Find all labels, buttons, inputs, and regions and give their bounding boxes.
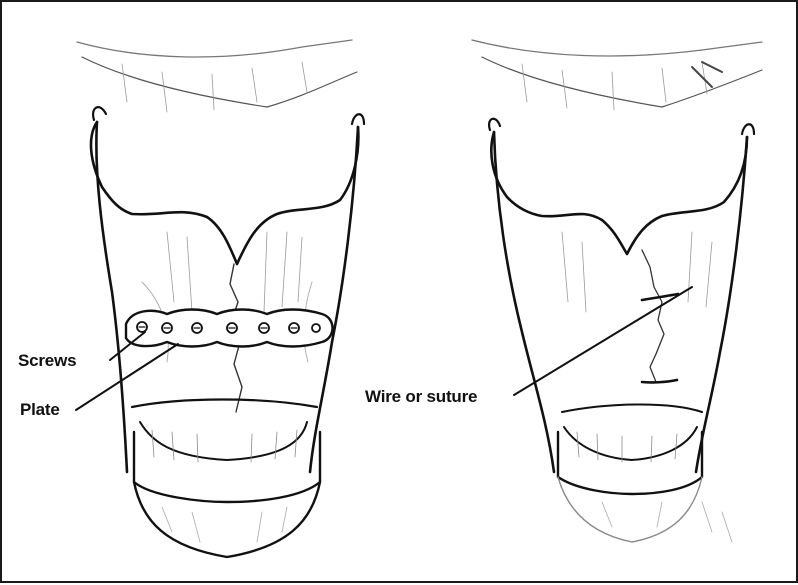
plate-label: Plate [20, 400, 60, 420]
wire-or-suture-label: Wire or suture [365, 387, 477, 407]
right-larynx [472, 40, 762, 542]
left-larynx [76, 40, 364, 557]
screws-label: Screws [18, 351, 76, 371]
plate-leader [76, 344, 178, 410]
wire-leader [514, 287, 692, 395]
screw [312, 324, 320, 332]
thyroid-notch-outline [91, 122, 358, 264]
